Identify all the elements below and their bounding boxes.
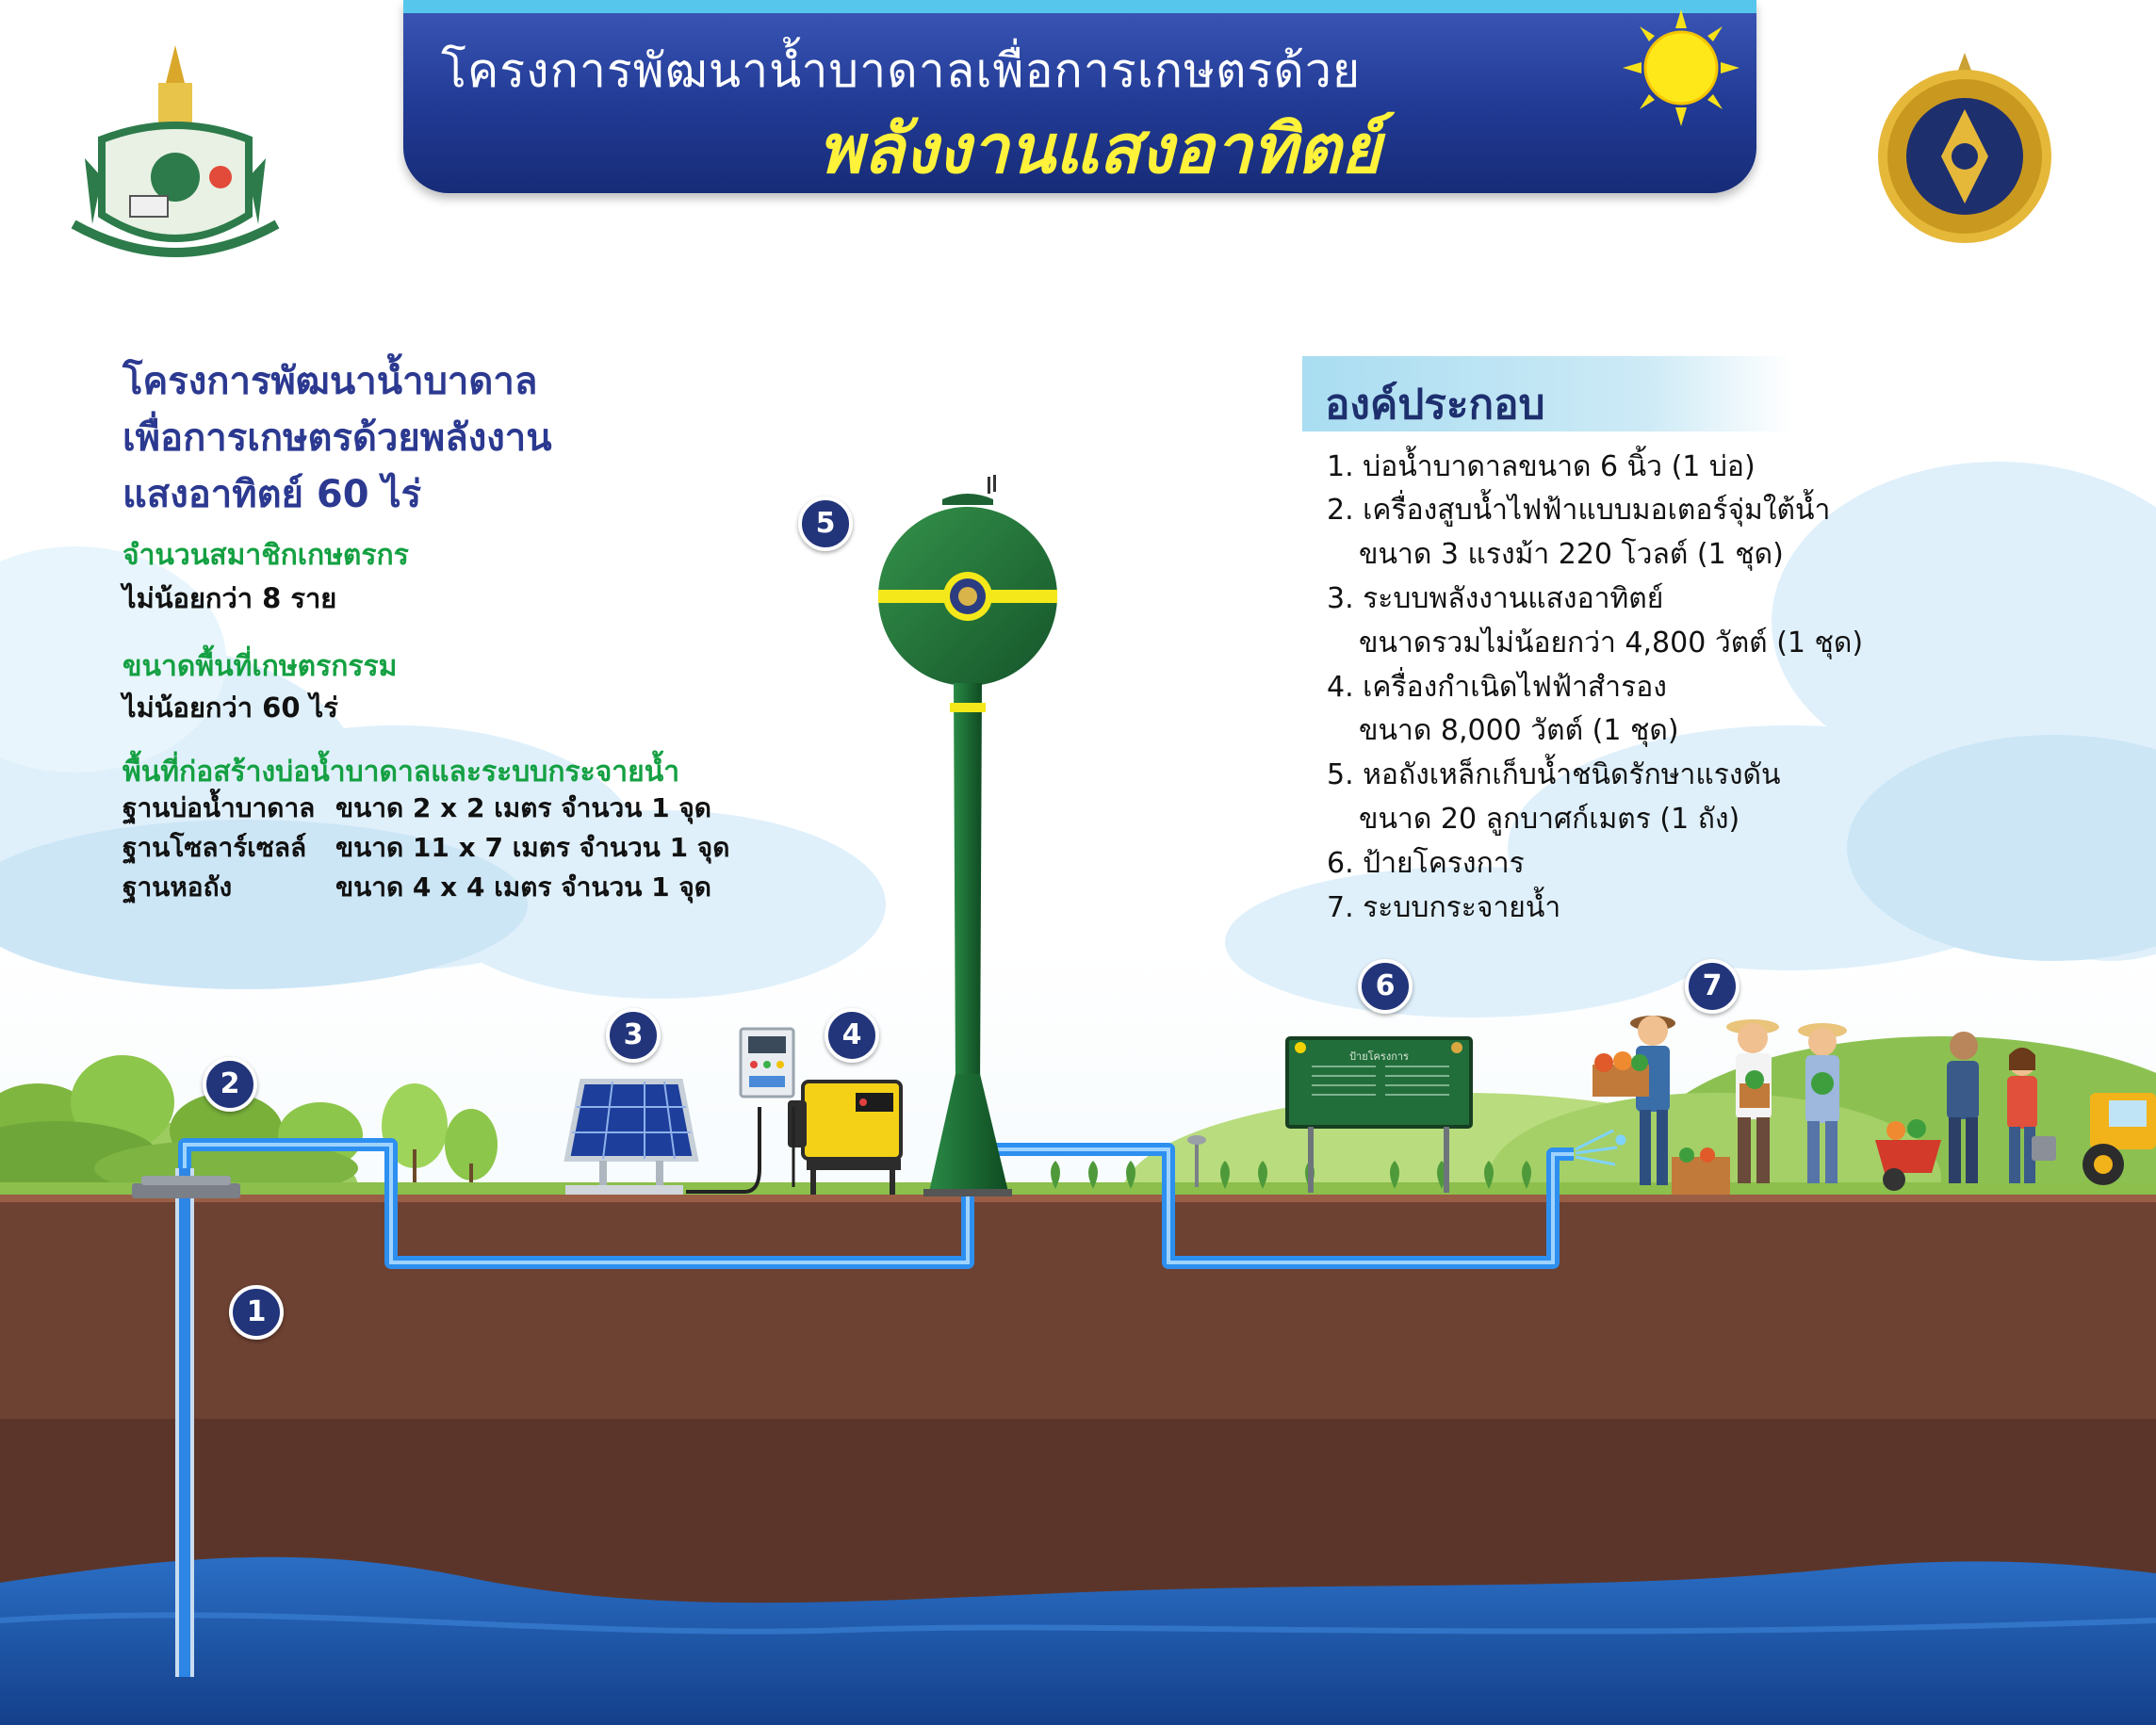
generator [788,1080,903,1195]
project-title-line2: เพื่อการเกษตรด้วยพลังงาน [122,416,552,460]
badge-3-solar: 3 [606,1008,661,1063]
sign-board-title: ป้ายโครงการ [1349,1050,1409,1063]
components-title: องค์ประกอบ [1325,381,1545,429]
project-title-line3: แสงอาทิตย์ 60 ไร่ [122,473,422,516]
component-item: 5. หอถังเหล็กเก็บน้ำชนิดรักษาแรงดัน [1327,758,1781,791]
banner-title-line2: พลังงานแสงอาทิตย์ [818,109,1381,188]
component-item: 6. ป้ายโครงการ [1327,847,1525,880]
area-label: ขนาดพื้นที่เกษตรกรรม [122,650,398,683]
tractor [2082,1093,2156,1185]
badge-1-well: 1 [229,1285,284,1340]
banner-title-line1: โครงการพัฒนาน้ำบาดาลเพื่อการเกษตรด้วย [441,43,1362,98]
solar-panel [564,1079,699,1195]
component-item-detail: ขนาดรวมไม่น้อยกว่า 4,800 วัตต์ (1 ชุด) [1359,627,1864,659]
banner-top-stripe [403,0,1756,13]
construction-row-name: ฐานหอถัง [122,871,233,903]
topsoil [0,1195,2156,1421]
component-item: 4. เครื่องกำเนิดไฟฟ้าสำรอง [1327,671,1667,704]
construction-row-size: ขนาด 11 x 7 เมตร จำนวน 1 จุด [335,832,730,863]
component-item-detail: ขนาด 8,000 วัตต์ (1 ชุด) [1359,714,1679,747]
component-item-detail: ขนาด 20 ลูกบาศก์เมตร (1 ถัง) [1359,803,1740,836]
badge-5-water-tower: 5 [798,496,853,551]
title-banner: โครงการพัฒนาน้ำบาดาลเพื่อการเกษตรด้วย พล… [403,0,1756,193]
component-item: 7. ระบบกระจายน้ำ [1327,891,1561,924]
area-value: ไม่น้อยกว่า 60 ไร่ [122,692,338,724]
control-box [739,1027,795,1098]
badge-2-pump: 2 [203,1057,257,1112]
component-item: 1. บ่อน้ำบาดาลขนาด 6 นิ้ว (1 บ่อ) [1327,450,1756,483]
water-tower [878,475,1057,1196]
components-header: องค์ประกอบ [1302,356,1792,431]
sun-icon [1623,9,1740,126]
component-item: 3. ระบบพลังงานแสงอาทิตย์ [1327,582,1664,615]
left-trees [0,1055,498,1196]
sign-board-label-area: ป้ายโครงการ [1287,1038,1471,1066]
component-item-detail: ขนาด 3 แรงม้า 220 โวลต์ (1 ชุด) [1359,538,1784,571]
sprinkler [1187,1135,1206,1187]
construction-label: พื้นที่ก่อสร้างบ่อน้ำบาดาลและระบบกระจายน… [122,756,680,789]
water-spray [1575,1129,1626,1166]
farmers-group [1592,1016,2056,1195]
badge-6-sign: 6 [1358,959,1413,1014]
construction-row-size: ขนาด 2 x 2 เมตร จำนวน 1 จุด [335,792,711,823]
badge-7-distribution: 7 [1685,959,1740,1014]
project-sign-board [1285,1036,1473,1193]
construction-row-size: ขนาด 4 x 4 เมตร จำนวน 1 จุด [335,871,711,903]
aquifer [0,1556,2156,1725]
component-item: 2. เครื่องสูบน้ำไฟฟ้าแบบมอเตอร์จุ่มใต้น้… [1327,494,1831,527]
ministry-seal-logo [64,36,286,281]
badge-4-generator: 4 [825,1008,879,1063]
construction-row-name: ฐานโซลาร์เซลล์ [122,832,307,863]
project-title-line1: โครงการพัฒนาน้ำบาดาล [122,360,538,403]
members-label: จำนวนสมาชิกเกษตรกร [122,539,409,572]
construction-row-name: ฐานบ่อน้ำบาดาล [122,792,316,823]
groundwater-department-seal-logo [1875,53,2054,246]
members-value: ไม่น้อยกว่า 8 ราย [122,582,337,614]
